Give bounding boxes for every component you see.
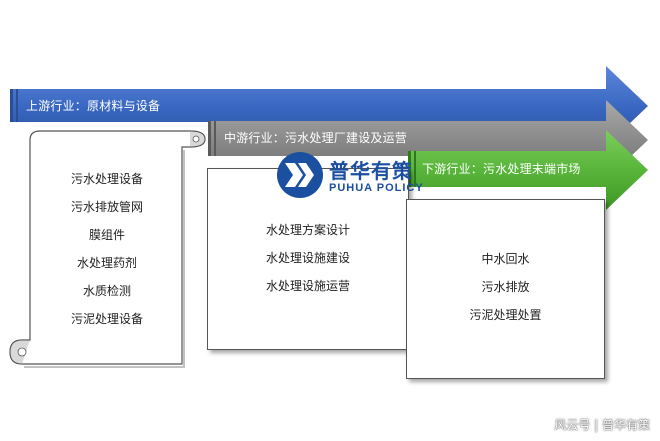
logo-name-cn: 普华有策 bbox=[329, 159, 413, 183]
upstream-items: 污水处理设备 污水排放管网 膜组件 水处理药剂 水质检测 污泥处理设备 bbox=[32, 160, 182, 340]
midstream-arrow-shape bbox=[208, 100, 648, 180]
downstream-arrow-shape bbox=[408, 130, 648, 210]
list-item: 水处理设施建设 bbox=[265, 251, 350, 265]
list-item: 污泥处理处置 bbox=[469, 308, 542, 322]
midstream-label: 中游行业：污水处理厂建设及运营 bbox=[224, 131, 408, 145]
source-watermark: 风云号 | 普华有策 bbox=[554, 418, 650, 432]
downstream-label: 下游行业：污水处理末端市场 bbox=[422, 162, 581, 176]
list-item: 水处理药剂 bbox=[76, 256, 137, 270]
list-item: 污水排放管网 bbox=[70, 200, 143, 214]
list-item: 水处理方案设计 bbox=[265, 223, 350, 237]
puhua-logo: 普华有策 PUHUA POLICY bbox=[276, 151, 436, 199]
upstream-label: 上游行业：原材料与设备 bbox=[26, 99, 161, 113]
list-item: 水处理设施运营 bbox=[265, 279, 350, 293]
logo-name-en: PUHUA POLICY bbox=[329, 182, 424, 194]
list-item: 水质检测 bbox=[82, 284, 131, 298]
puhua-chevron-logo-icon bbox=[277, 152, 323, 198]
downstream-box: 中水回水 污水排放 污泥处理处置 bbox=[406, 199, 605, 379]
list-item: 污水排放 bbox=[481, 280, 530, 294]
list-item: 膜组件 bbox=[88, 228, 125, 242]
list-item: 中水回水 bbox=[481, 252, 530, 266]
list-item: 污泥处理设备 bbox=[70, 312, 143, 326]
midstream-box: 水处理方案设计 水处理设施建设 水处理设施运营 bbox=[207, 168, 409, 350]
upstream-arrow-shape bbox=[10, 66, 648, 146]
list-item: 污水处理设备 bbox=[70, 172, 143, 186]
